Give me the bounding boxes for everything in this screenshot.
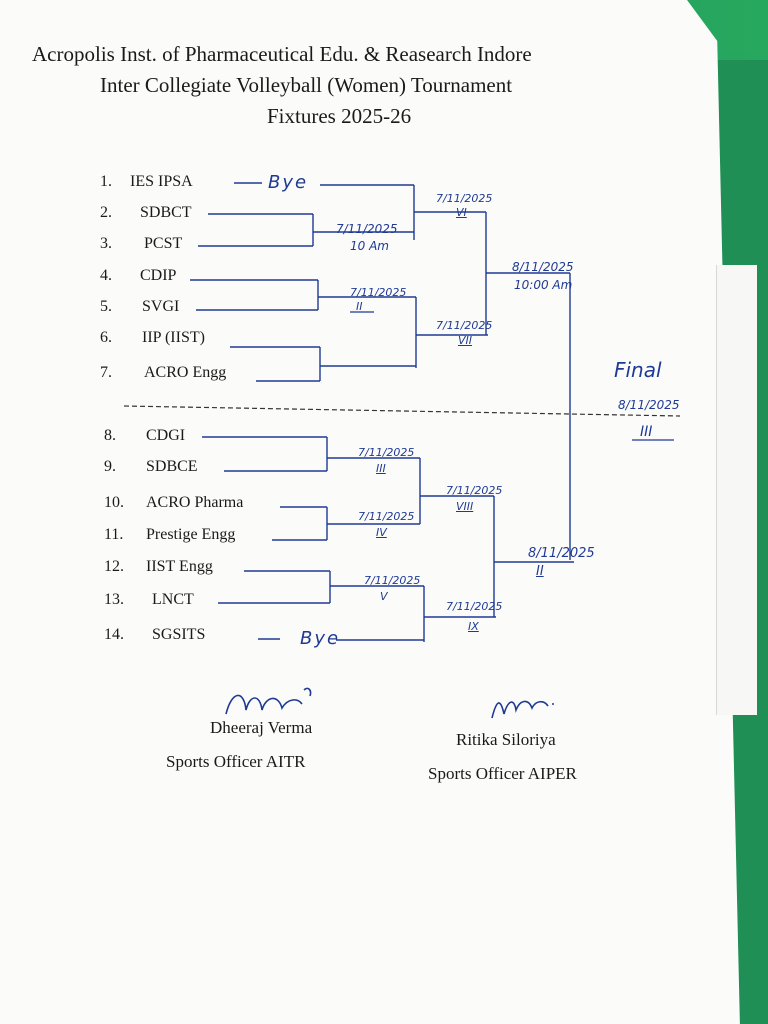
final-number: III xyxy=(640,424,653,440)
match-number: IV xyxy=(376,526,387,539)
team-name: LNCT xyxy=(152,591,194,608)
match-date: 7/11/2025 xyxy=(358,446,415,459)
team-name: SDBCT xyxy=(140,204,192,221)
team-name: SDBCE xyxy=(146,458,198,475)
match-date: 7/11/2025 xyxy=(364,574,421,587)
match-number: II xyxy=(356,300,363,313)
match-number: V xyxy=(380,590,388,603)
fixtures-year: Fixtures 2025-26 xyxy=(267,104,412,128)
match-date: 7/11/2025 xyxy=(336,222,398,236)
team-number: 9. xyxy=(104,458,116,475)
match-date: 7/11/2025 xyxy=(350,286,407,299)
team-name: SVGI xyxy=(142,298,180,315)
team-name: CDIP xyxy=(140,267,177,284)
signatory-name: Ritika Siloriya xyxy=(456,730,556,749)
signatory-title: Sports Officer AIPER xyxy=(428,764,577,783)
match-number: VII xyxy=(458,334,473,347)
underlying-sheet xyxy=(716,265,757,715)
final-label: Final xyxy=(614,358,662,382)
match-number: IX xyxy=(468,620,479,633)
signature-scribble-right xyxy=(491,700,554,719)
team-name: PCST xyxy=(144,235,183,252)
match-date: 7/11/2025 xyxy=(446,600,503,613)
team-number: 6. xyxy=(100,329,112,346)
team-name: IIP (IIST) xyxy=(142,329,205,346)
team-number: 8. xyxy=(104,427,116,444)
signature-scribble-left xyxy=(225,687,312,715)
team-number: 2. xyxy=(100,204,112,221)
match-number: VIII xyxy=(456,500,474,513)
bye-label: Bye xyxy=(300,628,341,649)
institute-title: Acropolis Inst. of Pharmaceutical Edu. &… xyxy=(32,42,532,66)
final-date: 8/11/2025 xyxy=(618,398,680,412)
semifinal-number: II xyxy=(536,564,544,579)
team-number: 12. xyxy=(104,558,124,575)
team-number: 11. xyxy=(104,526,124,543)
team-name: IES IPSA xyxy=(130,173,193,190)
team-name: ACRO Pharma xyxy=(146,494,244,511)
team-number: 1. xyxy=(100,173,112,190)
team-name: SGSITS xyxy=(152,626,206,643)
team-number: 4. xyxy=(100,267,112,284)
team-number: 14. xyxy=(104,626,124,643)
match-date: 7/11/2025 xyxy=(446,484,503,497)
match-number: VI xyxy=(456,206,467,219)
match-date: 7/11/2025 xyxy=(436,192,493,205)
match-date: 7/11/2025 xyxy=(436,319,493,332)
team-name: ACRO Engg xyxy=(144,364,227,381)
team-number: 10. xyxy=(104,494,124,511)
semifinal-date: 8/11/2025 xyxy=(528,546,595,561)
match-time: 10 Am xyxy=(350,239,389,253)
team-name: IIST Engg xyxy=(146,558,213,575)
tournament-title: Inter Collegiate Volleyball (Women) Tour… xyxy=(100,73,513,97)
team-number: 7. xyxy=(100,364,112,381)
signatory-title: Sports Officer AITR xyxy=(166,752,306,771)
match-date: 7/11/2025 xyxy=(358,510,415,523)
signatory-name: Dheeraj Verma xyxy=(210,718,313,737)
team-name: Prestige Engg xyxy=(146,526,236,543)
team-number: 5. xyxy=(100,298,112,315)
semifinal-time: 10:00 Am xyxy=(514,278,573,292)
divider-line xyxy=(123,405,681,417)
team-number: 13. xyxy=(104,591,124,608)
team-number: 3. xyxy=(100,235,112,252)
bye-label: Bye xyxy=(268,172,309,193)
match-number: III xyxy=(376,462,386,475)
team-name: CDGI xyxy=(146,427,186,444)
semifinal-date: 8/11/2025 xyxy=(512,260,574,274)
